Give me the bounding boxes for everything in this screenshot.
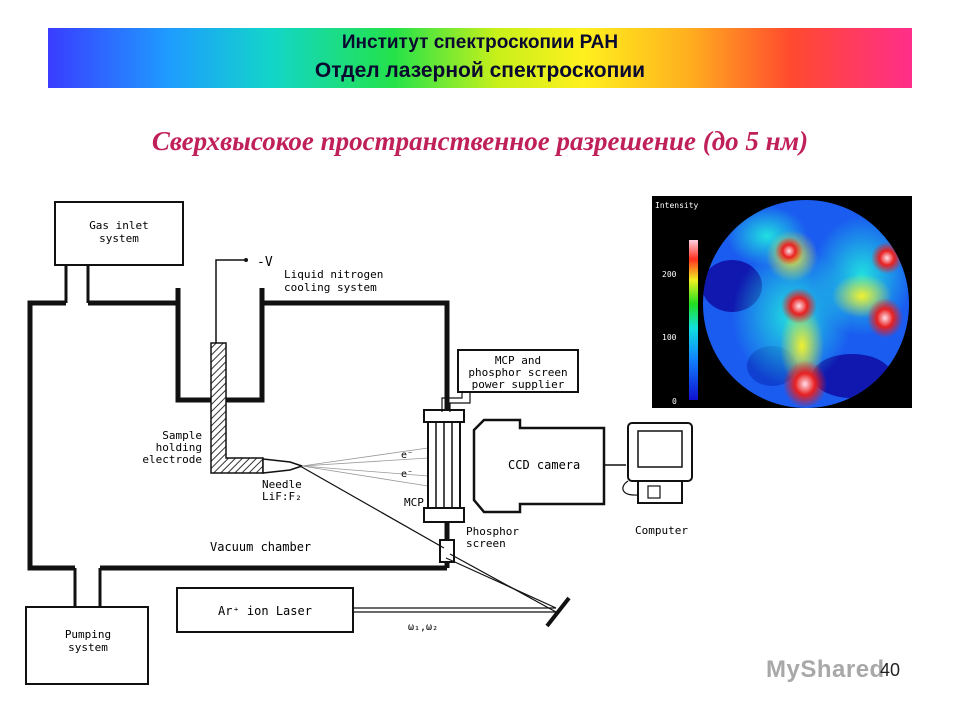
mcp-power-label-3: power supplier — [472, 378, 565, 391]
vacuum-chamber-label: Vacuum chamber — [210, 540, 311, 554]
laser-label: Ar⁺ ion Laser — [218, 604, 312, 618]
department-title: Отдел лазерной спектроскопии — [314, 59, 646, 82]
electron-label-2: e⁻ — [401, 469, 413, 480]
pumping-label-1: Pumping — [65, 628, 111, 641]
electron-label-1: e⁻ — [401, 450, 413, 461]
tick-200: 200 — [662, 270, 677, 279]
ccd-camera — [472, 418, 606, 514]
laser-box — [176, 587, 354, 633]
computer-label: Computer — [635, 524, 688, 537]
voltage-label: -V — [257, 255, 273, 270]
phosphor-label-1: Phosphor — [466, 525, 519, 538]
sample-label-3: electrode — [142, 453, 202, 466]
mcp-power-label-2: phosphor screen — [468, 366, 567, 379]
computer-icon — [622, 422, 693, 504]
intensity-heatmap: Intensity 10nm 200 100 0 — [652, 196, 912, 408]
ln2-label-1: Liquid nitrogen — [284, 268, 383, 281]
gas-inlet-label-2: system — [99, 232, 139, 245]
sample-label-1: Sample — [162, 429, 202, 442]
pumping-label-2: system — [68, 641, 108, 654]
tick-0: 0 — [672, 397, 677, 406]
optical-window — [439, 539, 455, 563]
omega-label: ω₁,ω₂ — [408, 622, 438, 633]
mcp-power-label-1: MCP and — [495, 354, 541, 367]
heatmap-title: Intensity — [655, 201, 699, 210]
heatmap-disk — [703, 200, 909, 408]
phosphor-label-2: screen — [466, 537, 506, 550]
ln2-label-2: cooling system — [284, 281, 377, 294]
needle-label-1: Needle — [262, 478, 302, 491]
mcp-label: MCP — [404, 496, 424, 509]
electron-paths — [301, 447, 429, 487]
tick-100: 100 — [662, 333, 677, 342]
watermark: MyShared — [766, 656, 885, 683]
colorbar — [689, 240, 698, 400]
slide-subtitle: Сверхвысокое пространственное разрешение… — [151, 126, 809, 156]
vacuum-chamber-wall — [27, 300, 75, 571]
sample-holding-electrode — [210, 342, 264, 474]
header-banner: Институт спектроскопии РАН Отдел лазерно… — [48, 28, 912, 88]
mcp-power-supplier-box — [457, 349, 579, 393]
ccd-camera-label: CCD camera — [508, 458, 580, 472]
gas-inlet-box — [54, 201, 184, 266]
laser-beams — [299, 465, 557, 613]
page-number: 40 — [880, 660, 901, 680]
needle-label-2: LiF:F₂ — [262, 490, 302, 503]
sample-label-2: holding — [156, 441, 202, 454]
institute-title: Институт спектроскопии РАН — [341, 32, 619, 53]
needle — [262, 458, 305, 474]
apparatus-diagram: Gas inlet system -V Liquid nitrogen cool… — [25, 201, 693, 685]
mirror — [545, 596, 571, 628]
pumping-system-box — [25, 606, 149, 685]
gas-inlet-label-1: Gas inlet — [89, 219, 149, 232]
